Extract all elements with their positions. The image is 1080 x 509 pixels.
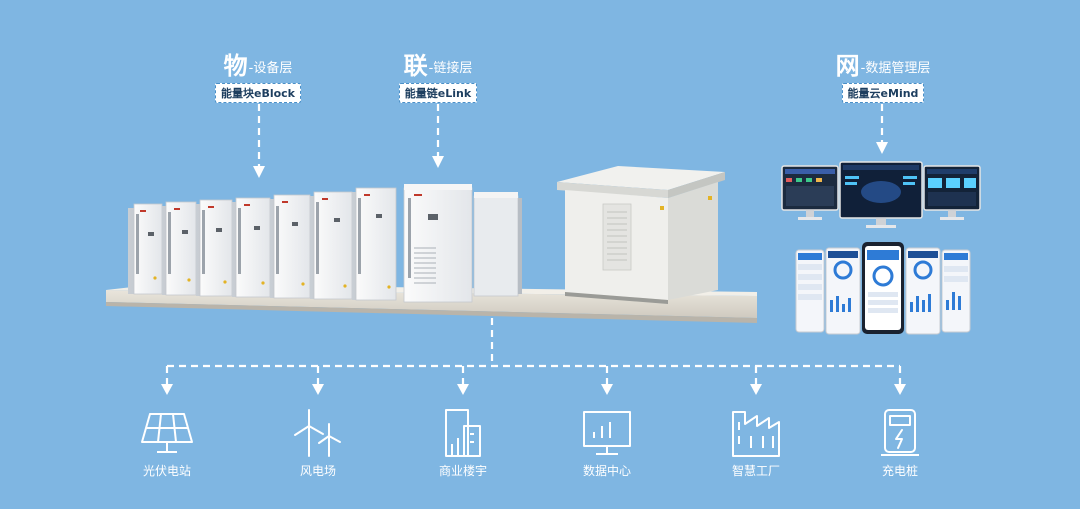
connector-arrows-bottom xyxy=(165,318,902,384)
app-wind-farm: 风电场 xyxy=(263,408,373,479)
app-label: 充电桩 xyxy=(881,464,918,478)
layer-data-management: 网-数据管理层 能量云eMind xyxy=(818,54,948,103)
app-label: 智慧工厂 xyxy=(731,464,780,478)
transformer-station xyxy=(557,166,725,304)
data-center-icon xyxy=(583,411,631,455)
app-charging-pile: 充电桩 xyxy=(845,408,955,479)
charging-pile-icon xyxy=(881,409,919,456)
layer-tag-eblock: 能量块eBlock xyxy=(214,83,301,103)
app-smart-factory: 智慧工厂 xyxy=(701,408,811,479)
layer-name: -数据管理层 xyxy=(860,61,931,76)
layer-name: -链接层 xyxy=(428,61,473,76)
layer-name: -设备层 xyxy=(248,61,293,76)
app-commercial-building: 商业楼宇 xyxy=(408,408,518,479)
layer-char: 网 xyxy=(835,52,860,80)
app-data-center: 数据中心 xyxy=(552,408,662,479)
layer-link: 联-链接层 能量链eLink xyxy=(378,54,498,103)
commercial-building-icon xyxy=(445,409,481,457)
layer-char: 物 xyxy=(223,52,248,80)
layer-char: 联 xyxy=(403,52,428,80)
app-solar-station: 光伏电站 xyxy=(112,408,222,479)
app-label: 光伏电站 xyxy=(142,464,191,478)
app-label: 数据中心 xyxy=(582,464,631,478)
layer-tag-elink: 能量链eLink xyxy=(398,83,478,103)
smart-factory-icon xyxy=(732,411,780,457)
arrow-heads-bottom xyxy=(161,384,906,395)
layer-tag-emind: 能量云eMind xyxy=(841,83,925,103)
connector-arrows-top xyxy=(257,104,884,168)
app-label: 商业楼宇 xyxy=(438,464,487,478)
mobile-app-screens xyxy=(795,242,971,335)
layer-device: 物-设备层 能量块eBlock xyxy=(198,54,318,103)
monitoring-screens xyxy=(781,161,981,228)
battery-cabinets xyxy=(128,184,522,303)
solar-panel-icon xyxy=(141,413,193,453)
arrow-heads-top xyxy=(253,142,888,178)
wind-turbine-icon xyxy=(294,409,341,457)
app-label: 风电场 xyxy=(299,464,336,478)
